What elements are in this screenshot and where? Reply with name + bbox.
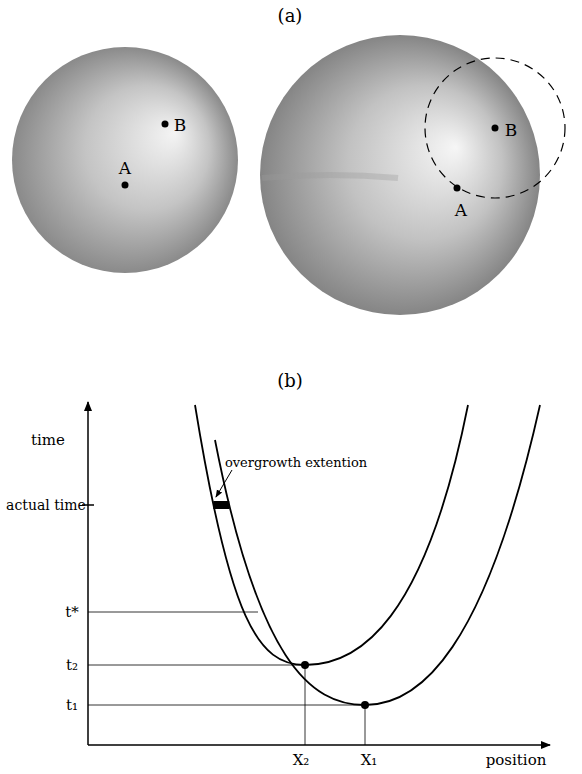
point-label: A	[119, 160, 131, 177]
tick-label: X₁	[361, 753, 378, 768]
leader-arrow	[216, 470, 232, 497]
overgrowth-bar	[213, 501, 229, 509]
tick-label: t*	[65, 605, 79, 620]
tick-label: t₂	[66, 658, 78, 673]
axis-label: actual time	[6, 498, 86, 512]
guide-line	[305, 665, 306, 745]
curve	[195, 405, 468, 665]
axis-label: position	[486, 753, 547, 768]
axis-label: time	[31, 433, 65, 448]
point-label: A	[455, 202, 467, 219]
annotation: overgrowth extention	[225, 456, 367, 469]
minimum-dot	[361, 701, 369, 709]
point-label: B	[174, 117, 187, 134]
point-dot	[162, 121, 169, 128]
guide-line	[88, 665, 305, 666]
panel-label: (a)	[278, 7, 303, 25]
sphere	[12, 47, 238, 273]
tick-label: t₁	[66, 698, 78, 713]
guide-line	[88, 705, 365, 706]
point-label: B	[505, 122, 518, 139]
shading-streak	[262, 175, 398, 178]
x-axis	[88, 744, 550, 746]
point-dot	[492, 125, 499, 132]
guide-line	[88, 612, 258, 613]
y-axis	[87, 402, 89, 745]
panel-label: (b)	[277, 372, 303, 390]
point-dot	[122, 182, 129, 189]
sphere	[260, 35, 540, 315]
curve	[215, 405, 540, 705]
guide-line	[365, 705, 366, 745]
tick-label: X₂	[293, 753, 310, 768]
dashed-circle	[425, 58, 565, 198]
minimum-dot	[301, 661, 309, 669]
